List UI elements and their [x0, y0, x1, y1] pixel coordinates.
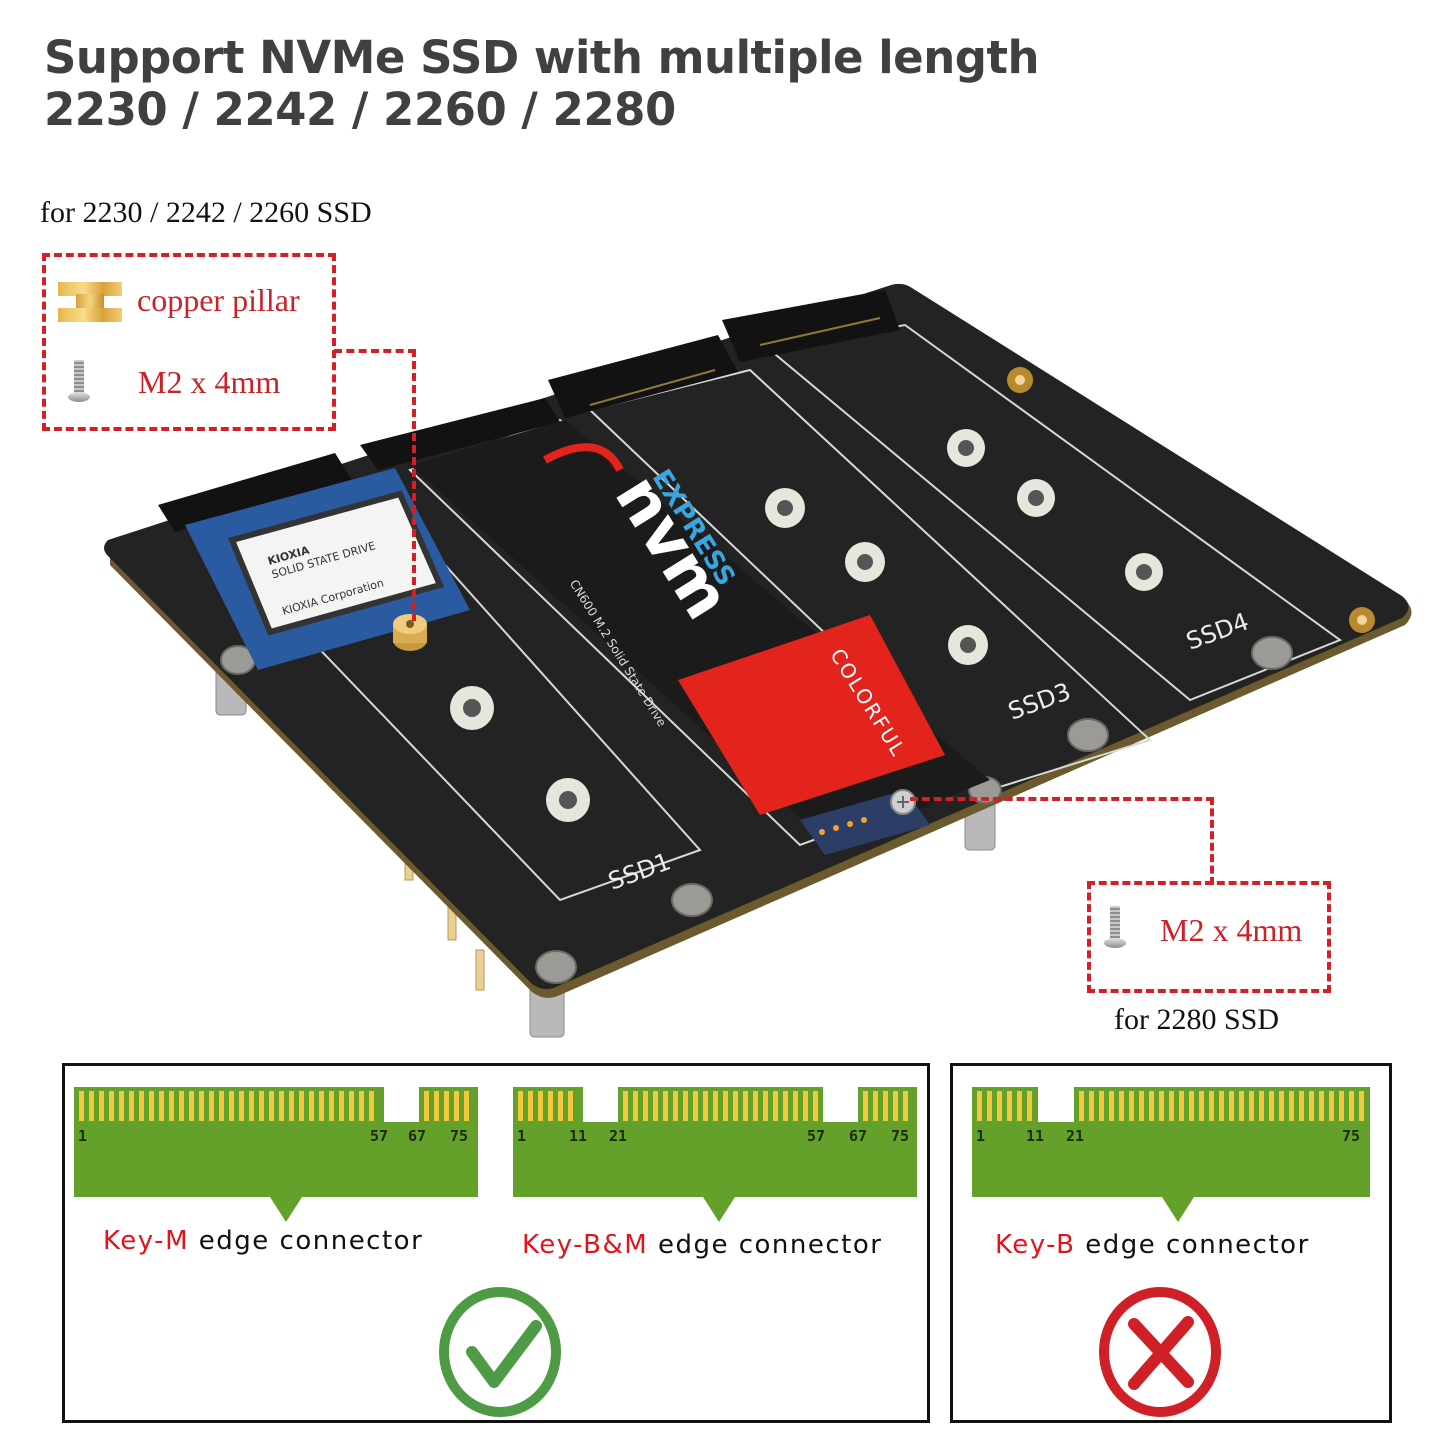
pin-label: 1	[78, 1127, 88, 1145]
pin-label: 67	[408, 1127, 427, 1145]
copper-pillar-label: copper pillar	[137, 282, 300, 318]
check-circle-icon	[432, 1282, 568, 1427]
svg-text:nvm: nvm	[600, 462, 744, 632]
key-m-caption: Key-M edge connector	[103, 1226, 424, 1256]
callout-connector-line	[334, 349, 416, 353]
pin-label: 11	[1026, 1127, 1045, 1145]
headline: Support NVMe SSD with multiple length 22…	[44, 31, 1040, 136]
slot-label-ssd1: SSD1	[604, 847, 674, 895]
edge-connector-key-bm-icon	[513, 1087, 917, 1222]
edge-connector-key-b-icon	[972, 1087, 1370, 1222]
key-m-connector-diagram: 1 57 67 75	[74, 1087, 478, 1223]
screw-size-label-2280: M2 x 4mm	[1160, 912, 1303, 948]
pin-label: 11	[569, 1127, 588, 1145]
key-m-label: Key-M	[103, 1226, 189, 1256]
short-ssd-callout-box	[42, 253, 336, 431]
svg-text:KIOXIA Corporation: KIOXIA Corporation	[281, 576, 386, 617]
svg-text:SOLID STATE DRIVE: SOLID STATE DRIVE	[270, 539, 377, 581]
screw-icon	[68, 360, 90, 404]
headline-line-2: 2230 / 2242 / 2260 / 2280	[44, 83, 676, 136]
pin-label: 57	[807, 1127, 826, 1145]
slot-label-ssd4: SSD4	[1182, 607, 1252, 655]
key-b-connector-diagram: 1 11 21 75	[972, 1087, 1370, 1223]
callout-connector-line	[412, 349, 416, 621]
edge-connector-key-m-icon	[74, 1087, 478, 1222]
screw-size-label: M2 x 4mm	[138, 364, 281, 400]
long-ssd-note: for 2280 SSD	[1114, 1003, 1280, 1036]
pin-label: 67	[849, 1127, 868, 1145]
headline-line-1: Support NVMe SSD with multiple length	[44, 31, 1040, 84]
x-circle-icon	[1092, 1282, 1228, 1427]
short-ssd-note: for 2230 / 2242 / 2260 SSD	[40, 196, 372, 229]
long-ssd-callout-box	[1087, 881, 1331, 993]
slot-label-ssd3: SSD3	[1004, 677, 1074, 725]
callout-connector-line	[1210, 797, 1214, 885]
pin-label: 57	[370, 1127, 389, 1145]
key-bm-caption: Key-B&M edge connector	[522, 1230, 883, 1260]
pin-label: 75	[891, 1127, 910, 1145]
key-bm-label: Key-B&M	[522, 1230, 649, 1260]
copper-pillar-icon	[58, 282, 122, 324]
pin-label: 75	[1342, 1127, 1361, 1145]
key-b-caption: Key-B edge connector	[995, 1230, 1310, 1260]
key-bm-connector-diagram: 1 11 21 57 67 75	[513, 1087, 917, 1223]
svg-text:COLORFUL: COLORFUL	[825, 644, 911, 761]
svg-text:EXPRESS: EXPRESS	[646, 464, 741, 591]
svg-text:KIOXIA: KIOXIA	[266, 543, 311, 567]
pin-label: 1	[517, 1127, 527, 1145]
pin-label: 21	[1066, 1127, 1085, 1145]
pin-label: 21	[609, 1127, 628, 1145]
svg-text:CN600 M.2 Solid State Drive: CN600 M.2 Solid State Drive	[567, 577, 669, 729]
pin-label: 75	[450, 1127, 469, 1145]
screw-icon	[1104, 906, 1126, 950]
callout-connector-line	[910, 797, 1214, 801]
key-b-label: Key-B	[995, 1230, 1076, 1260]
pin-label: 1	[976, 1127, 986, 1145]
